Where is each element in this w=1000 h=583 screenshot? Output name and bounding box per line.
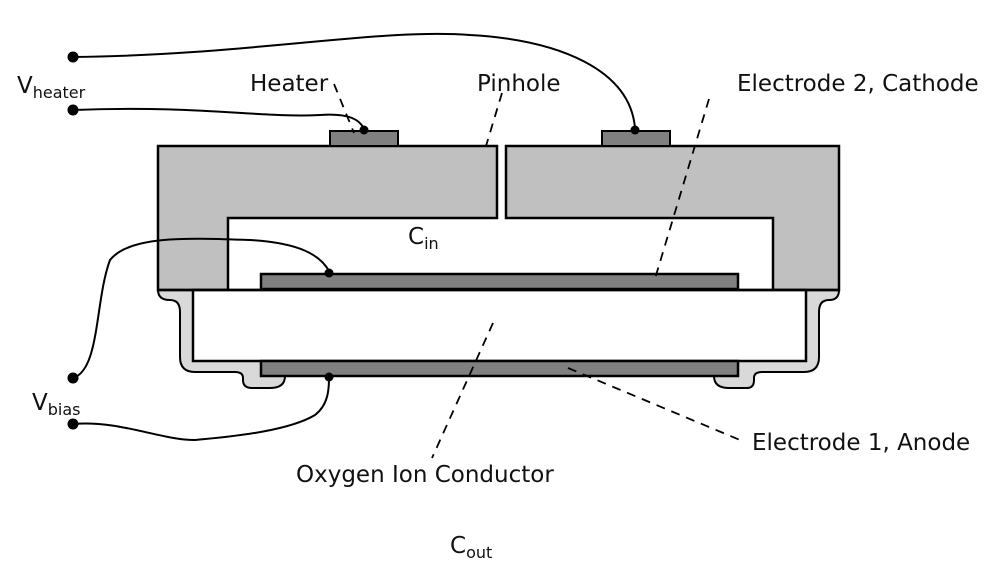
contact-heater-right — [630, 125, 640, 135]
terminal-heater-1 — [67, 51, 79, 63]
label-v-bias: Vbias — [32, 390, 80, 419]
wire-heater-bottom — [72, 107, 365, 130]
label-heater: Heater — [250, 71, 329, 97]
label-conductor: Oxygen Ion Conductor — [296, 462, 554, 488]
seal-right — [712, 289, 841, 389]
label-cathode: Electrode 2, Cathode — [737, 71, 979, 97]
label-c-in: Cin — [408, 224, 439, 253]
leader-heater — [333, 83, 355, 134]
leader-pinhole — [485, 92, 503, 147]
label-c-out: Cout — [450, 533, 492, 562]
wire-bias-bottom — [72, 377, 330, 442]
anode-electrode — [259, 359, 740, 378]
label-pinhole: Pinhole — [477, 71, 561, 97]
label-anode: Electrode 1, Anode — [752, 430, 970, 456]
label-v-heater: Vheater — [17, 73, 86, 102]
leader-conductor — [431, 322, 494, 459]
terminal-heater-2 — [67, 104, 79, 116]
contact-heater-left — [359, 125, 369, 135]
contact-anode — [324, 372, 334, 382]
wire-bias-top — [72, 237, 330, 379]
cathode-electrode — [259, 272, 740, 291]
terminal-bias-2 — [67, 418, 79, 430]
contact-cathode — [324, 268, 334, 278]
seal-left — [156, 289, 287, 389]
cap-right — [504, 144, 841, 292]
oxygen-ion-conductor — [191, 288, 808, 363]
wire-heater-top — [72, 32, 636, 129]
terminal-bias-1 — [67, 372, 79, 384]
